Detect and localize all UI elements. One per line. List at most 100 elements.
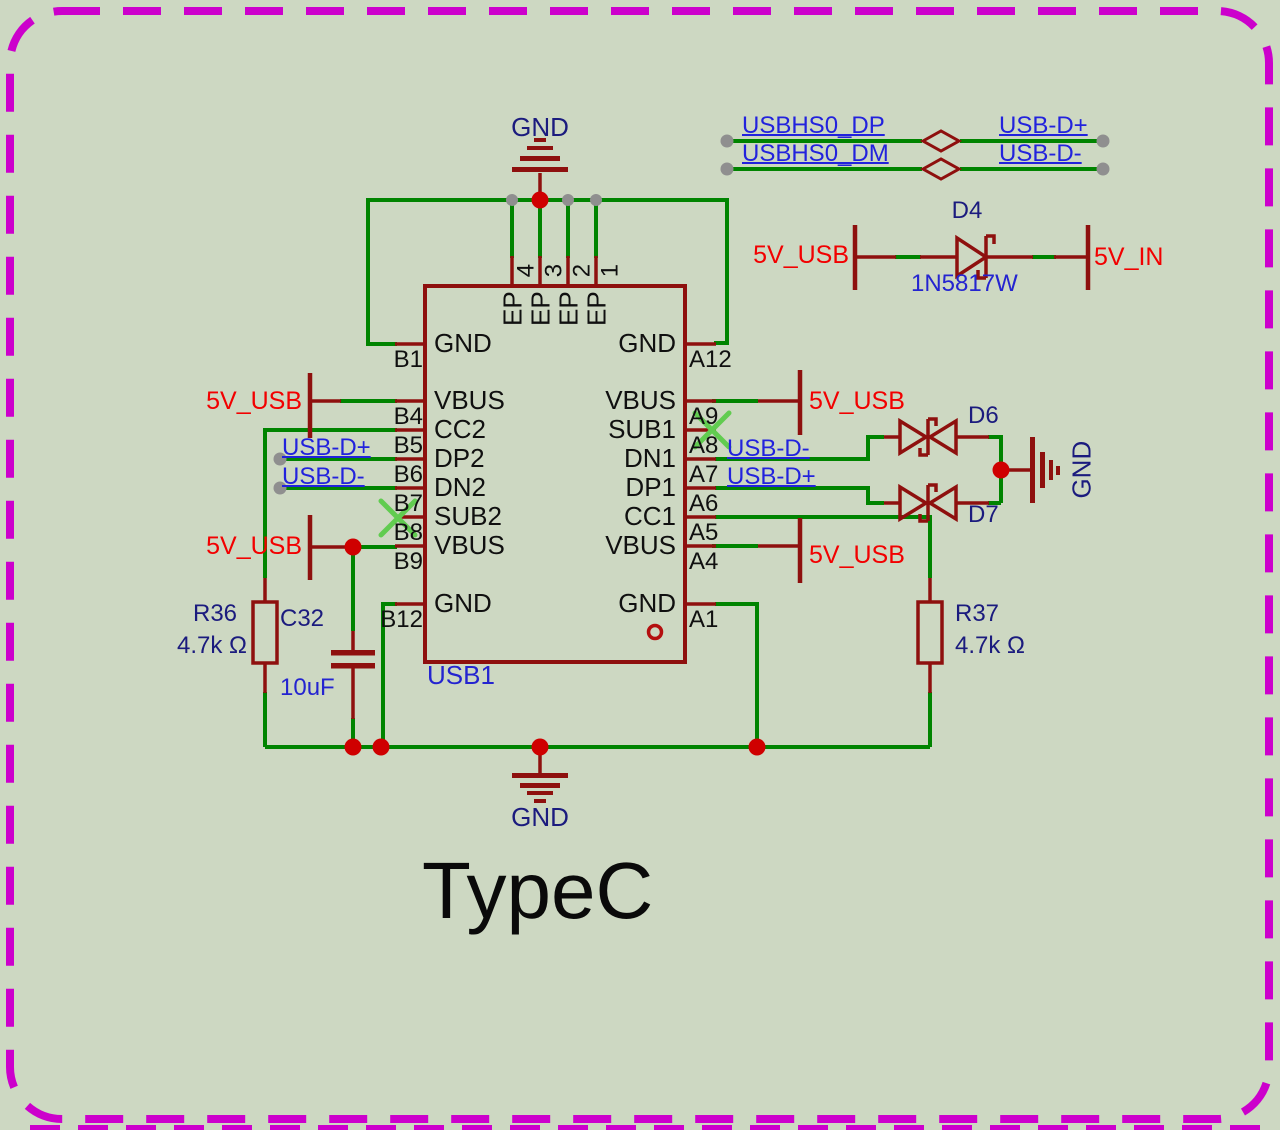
pin-number-b1: B1 [393,346,423,373]
designator-r36[interactable]: R36 [193,600,238,627]
pin-name-a7: DN1 [623,443,676,473]
no-connect-marks [378,410,732,538]
no-connect-b8 [378,498,418,538]
net-label-usbhs0-dp[interactable]: USBHS0_DP [742,112,885,139]
pin-name-a6: DP1 [625,472,676,502]
ic-left-pin-stubs[interactable] [395,342,427,606]
pin-name-b7: DN2 [434,472,487,502]
pin-number-a7: A7 [689,461,719,488]
pin-number-a1: A1 [689,606,719,633]
designator-c32[interactable]: C32 [280,605,325,632]
pin-number-b4: B4 [393,403,423,430]
value-r37[interactable]: 4.7k Ω [955,632,1025,659]
endpoint-dots [273,134,1110,495]
pin-number-a5: A5 [689,519,719,546]
wire-dn1[interactable] [715,435,1003,503]
pin-number-ep4: 4 [512,263,540,278]
pin-name-b5: CC2 [434,414,487,444]
pin-name-a9: VBUS [605,385,676,415]
ic-top-pin-stubs[interactable] [510,256,598,288]
power-port-bars[interactable] [307,225,1091,583]
resistor-r36[interactable] [251,600,279,665]
rc-stubs[interactable] [263,578,932,719]
resistor-r37[interactable] [916,600,944,665]
power-label-5v-usb-a4[interactable]: 5V_USB [809,541,905,569]
wire-b9-c32[interactable] [351,545,397,747]
capacitor-c32[interactable] [331,650,375,669]
value-c32[interactable]: 10uF [280,674,335,701]
pin-number-a4: A4 [689,548,719,575]
pin-name-b4: VBUS [434,385,505,415]
diode-d6[interactable] [898,417,958,457]
diode-d4[interactable] [955,234,996,280]
wires[interactable] [263,139,1103,749]
wire-dp1[interactable] [715,486,1001,505]
pin-number-b6: B6 [393,461,423,488]
designator-d4[interactable]: D4 [951,197,983,224]
d6-d7-leads[interactable] [884,435,989,505]
designator-usb1[interactable]: USB1 [427,660,495,690]
ic-pin1-marker [646,623,664,641]
pin-name-a1: GND [618,588,676,618]
ground-symbol-top[interactable] [512,138,568,172]
pin-name-b8: SUB2 [434,501,502,531]
ic-right-pin-stubs[interactable] [684,342,716,606]
pin-number-a9: A9 [689,403,719,430]
sheet-title: TypeC [422,846,654,935]
power-port-leads[interactable] [310,399,801,549]
sheet-border [6,7,1273,1123]
pin-number-ep1: 1 [596,263,624,278]
net-label-usb-dp-right[interactable]: USB-D+ [727,463,816,490]
power-label-5v-usb-d4[interactable]: 5V_USB [753,241,849,269]
designator-d7[interactable]: D7 [968,501,999,528]
ic-usb1-body[interactable] [423,284,687,664]
wire-ep-drops[interactable] [510,200,598,258]
power-label-5v-usb-b9[interactable]: 5V_USB [206,532,302,560]
net-label-usb-dm-right[interactable]: USB-D- [727,435,810,462]
net-tie-dm[interactable] [919,157,963,181]
pin-number-a12: A12 [689,346,732,373]
pin-number-b8: B8 [393,519,423,546]
pin-name-b1: GND [434,328,492,358]
pin-number-a6: A6 [689,490,719,517]
gnd-label-top: GND [511,112,569,142]
pin-number-b7: B7 [393,490,423,517]
pin-number-b9: B9 [393,548,423,575]
wire-cc1[interactable] [715,515,932,578]
pin-number-ep3: 3 [540,263,568,278]
net-tie-dp[interactable] [919,129,963,153]
power-label-5v-usb-a9[interactable]: 5V_USB [809,387,905,415]
net-label-usbhs0-dm[interactable]: USBHS0_DM [742,140,889,167]
designator-d6[interactable]: D6 [968,402,999,429]
pin-number-b5: B5 [393,432,423,459]
no-connect-a8 [692,410,732,450]
pin-name-b12: GND [434,588,492,618]
net-label-usb-dp-left[interactable]: USB-D+ [282,434,371,461]
gnd-label-right: GND [1066,440,1097,499]
designator-r37[interactable]: R37 [955,600,1000,627]
power-label-5v-in[interactable]: 5V_IN [1094,243,1164,271]
value-r36[interactable]: 4.7k Ω [177,632,247,659]
pin-name-a4: VBUS [605,530,676,560]
power-label-5v-usb-b4[interactable]: 5V_USB [206,387,302,415]
value-d4[interactable]: 1N5817W [911,270,1018,297]
gnd-label-bottom: GND [511,802,569,832]
net-label-usb-dm-top[interactable]: USB-D- [999,140,1082,167]
ground-symbol-bottom[interactable] [512,773,568,803]
wire-b12-gnd[interactable] [381,602,397,747]
pin-number-ep2: 2 [568,263,596,278]
wire-a1-gnd[interactable] [715,602,759,747]
pin-name-b9: VBUS [434,530,505,560]
ground-symbol-right[interactable] [1030,437,1060,503]
pin-number-a8: A8 [689,432,719,459]
pin-name-a5: CC1 [623,501,676,531]
pin-name-a12: GND [618,328,676,358]
diode-d7[interactable] [898,483,958,523]
pin-name-b6: DP2 [434,443,485,473]
wire-cc2[interactable] [263,428,397,578]
net-label-usb-dm-left[interactable]: USB-D- [282,463,365,490]
net-label-usb-dp-top[interactable]: USB-D+ [999,112,1088,139]
pin-name-a8: SUB1 [608,414,676,444]
